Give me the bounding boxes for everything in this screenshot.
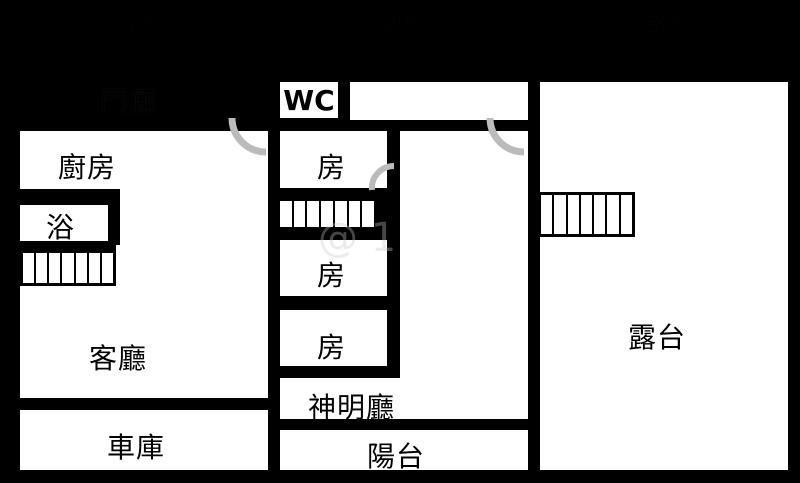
stairs-2f — [277, 198, 377, 230]
label-room-c: 房 — [317, 331, 347, 364]
room-a — [280, 131, 387, 188]
room-2f-right — [400, 131, 528, 419]
room-terrace — [540, 82, 788, 470]
stairs-1f — [20, 250, 116, 286]
room-bath — [20, 205, 108, 241]
label-living: 客廳 — [89, 342, 148, 375]
label-open-area-1f: 門廊 — [100, 85, 159, 118]
label-room-b: 房 — [317, 259, 347, 292]
room-c — [280, 310, 387, 366]
stairs-3f — [538, 192, 635, 237]
label-room-a: 房 — [317, 151, 347, 184]
room-2f-top — [350, 82, 528, 120]
room-living-upper — [116, 245, 268, 290]
label-terrace: 露台 — [628, 321, 687, 354]
label-shrine-hall: 神明廳 — [308, 391, 396, 424]
room-living — [20, 286, 268, 398]
label-garage: 車庫 — [107, 431, 166, 464]
label-bath: 浴 — [46, 211, 76, 244]
room-garage — [20, 410, 268, 470]
floor-label-2f: 2F — [376, 8, 418, 43]
room-balcony — [280, 430, 528, 470]
room-shrine-hall — [280, 378, 528, 419]
room-b — [280, 240, 387, 296]
room-mid-1f — [120, 189, 268, 249]
label-kitchen: 廚房 — [58, 151, 117, 184]
room-kitchen-area — [20, 131, 268, 189]
wc-room: WC — [280, 82, 338, 118]
floor-label-1f: 1F — [118, 8, 160, 43]
label-balcony: 陽台 — [367, 440, 426, 473]
floor-label-3f: 3F — [645, 8, 687, 43]
watermark: @ 1 — [318, 215, 397, 261]
